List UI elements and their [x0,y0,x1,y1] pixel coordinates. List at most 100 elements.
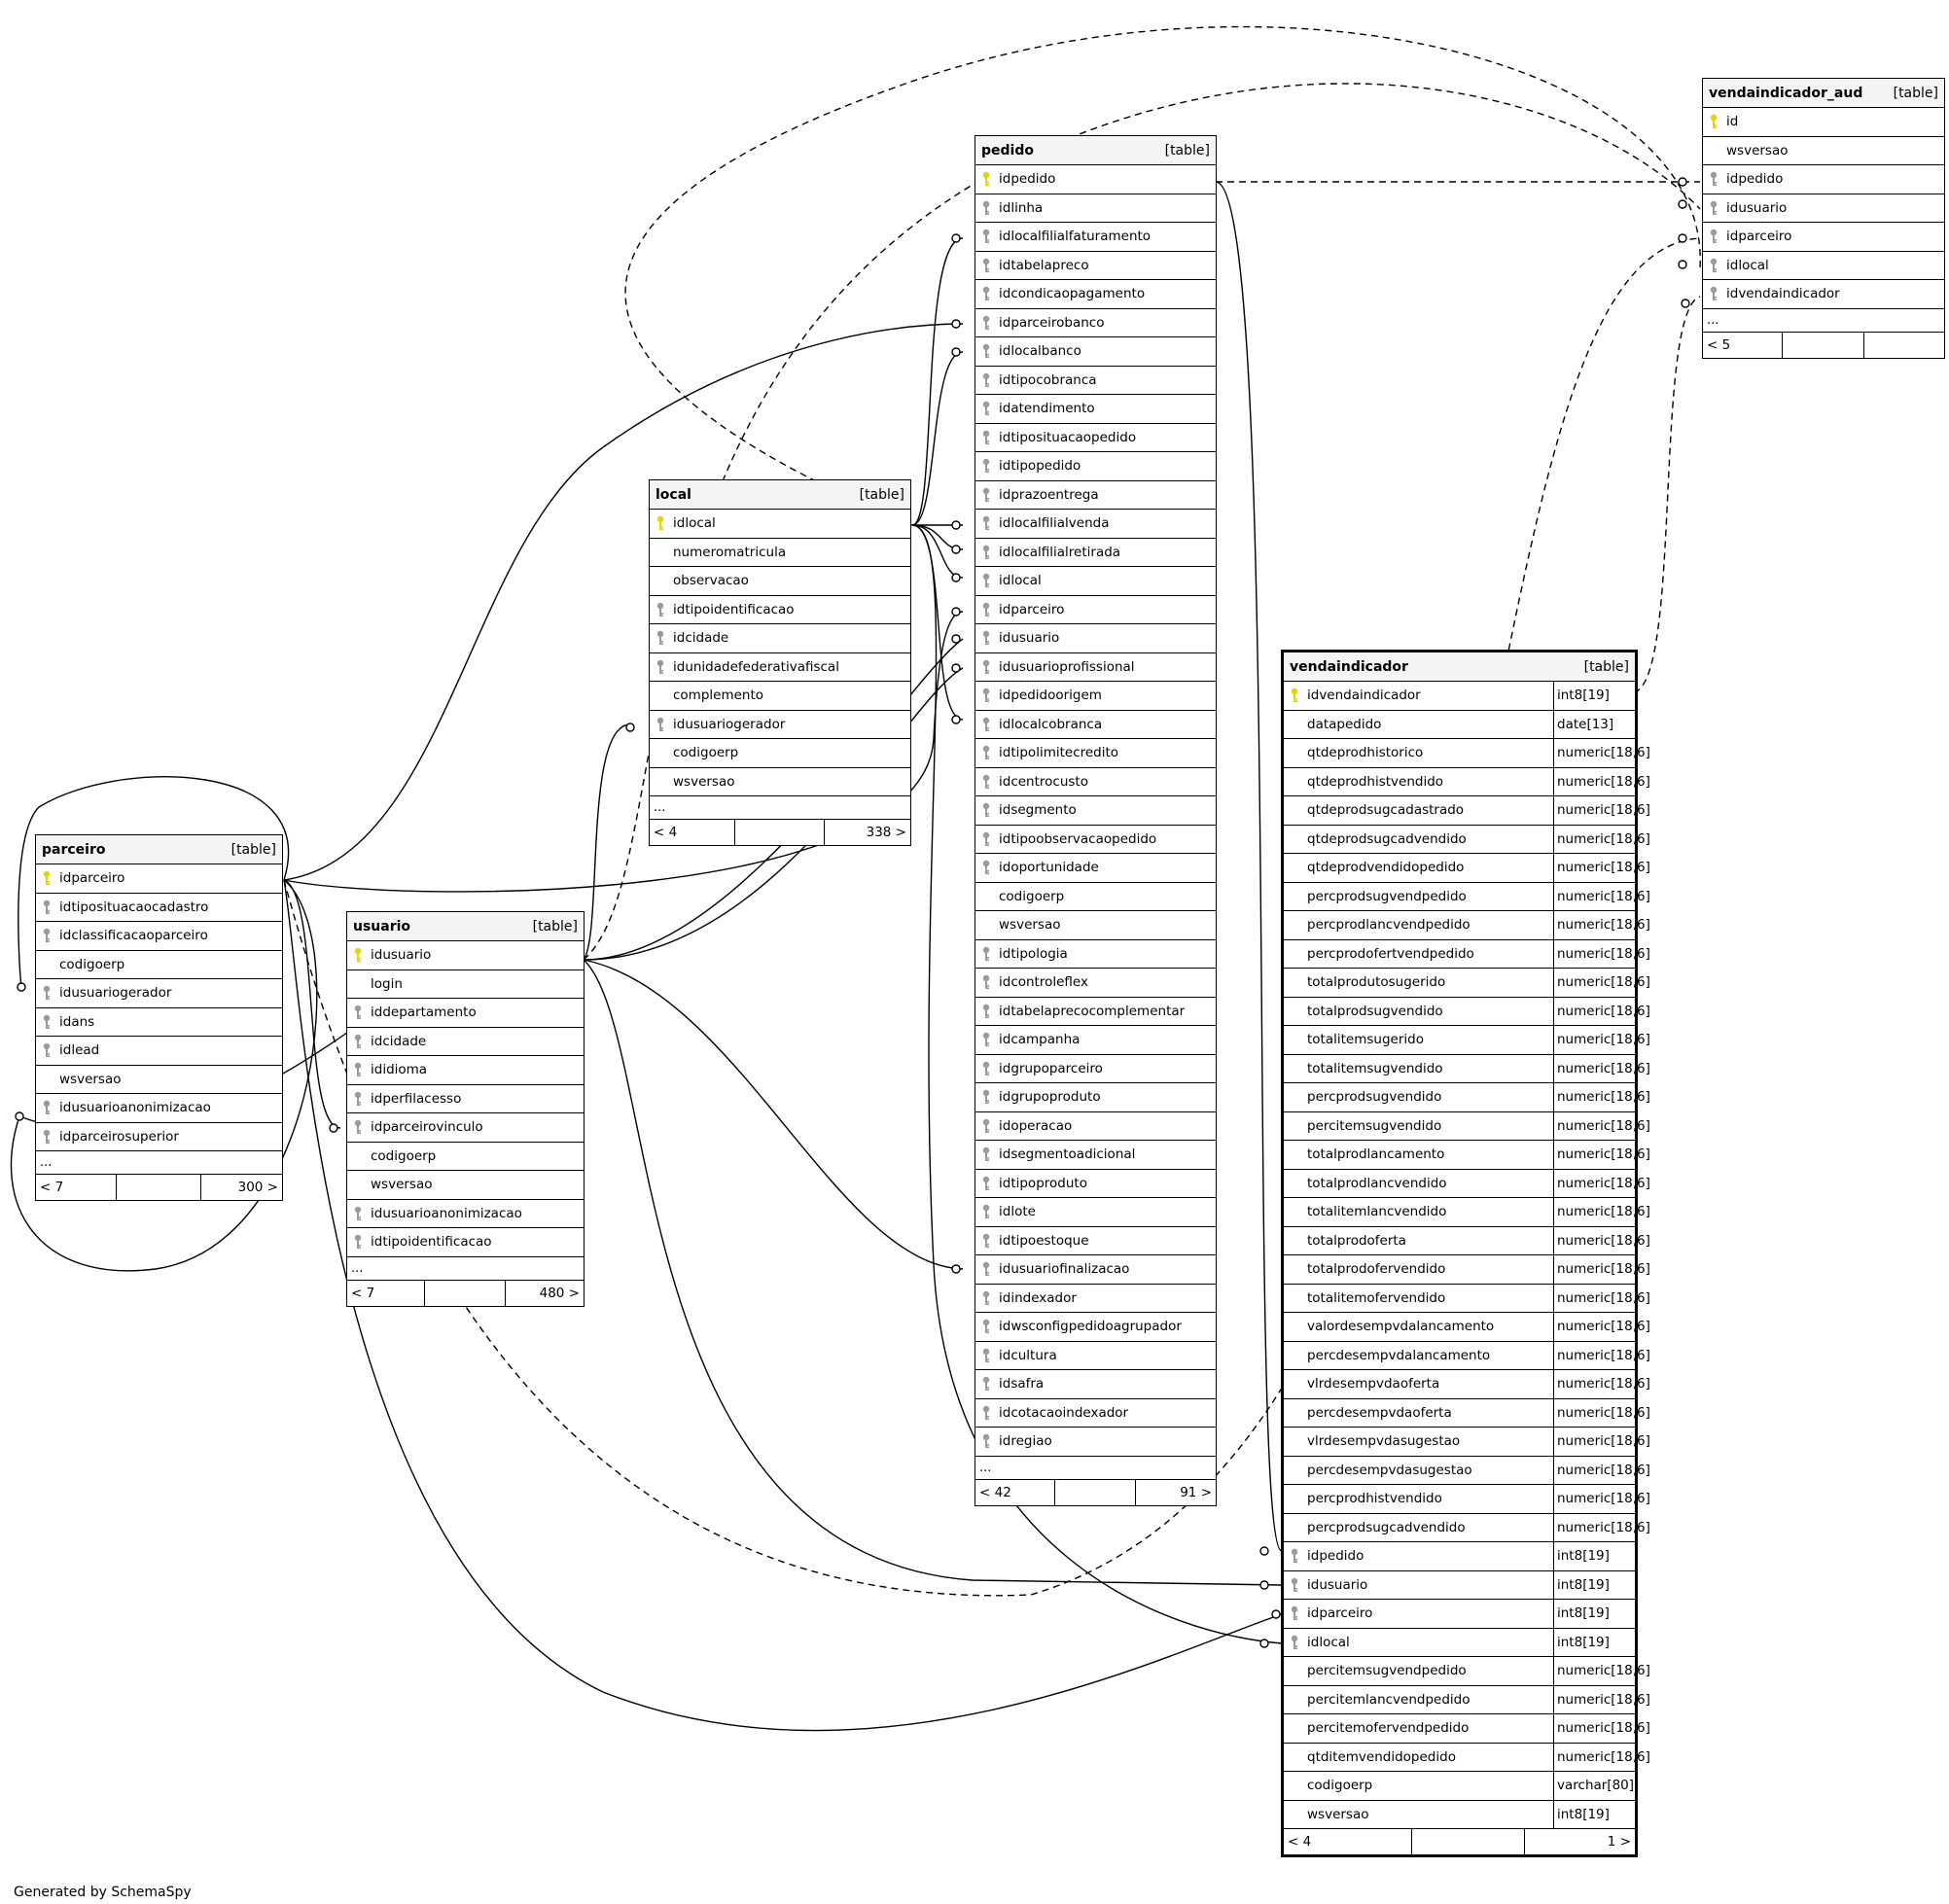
column-row[interactable]: idtabelapreco [975,252,1216,280]
column-row[interactable]: idusuarioanonimizacao [36,1094,282,1123]
column-row[interactable]: codigoerp [975,883,1216,911]
column-row[interactable]: idregiao [975,1428,1216,1457]
column-row[interactable]: idlocalbanco [975,337,1216,367]
column-row[interactable]: idlocal [975,567,1216,596]
column-row[interactable]: ididioma [347,1056,584,1085]
column-row[interactable]: idlinha [975,194,1216,223]
column-row[interactable]: login [347,970,584,999]
column-row[interactable]: idusuario [347,941,584,970]
column-row[interactable]: idtipocobranca [975,367,1216,395]
column-row[interactable]: id [1703,108,1944,137]
column-row[interactable]: idtipologia [975,940,1216,969]
column-row[interactable]: codigoerp [650,739,910,768]
column-row[interactable]: idtipolimitecredito [975,739,1216,768]
column-row[interactable]: complemento [650,682,910,711]
column-row[interactable]: idtabelaprecocomplementar [975,998,1216,1026]
column-row[interactable]: iddepartamento [347,999,584,1028]
column-row[interactable]: idusuariogerador [36,979,282,1008]
column-row[interactable]: idparceiro [36,864,282,894]
column-row[interactable]: numeromatricula [650,539,910,567]
column-row[interactable]: idcidade [347,1028,584,1056]
column-row[interactable]: idprazoentrega [975,481,1216,510]
column-row[interactable]: idtiposituacaocadastro [36,894,282,922]
column-row[interactable]: idpedido [975,165,1216,194]
column-row[interactable]: observacao [650,567,910,596]
column-row[interactable]: idcidade [650,624,910,653]
column-row[interactable]: idvendaindicador [1703,280,1944,309]
column-row[interactable]: idparceirovinculo [347,1113,584,1143]
column-row[interactable]: idoperacao [975,1112,1216,1141]
column-row[interactable]: idlote [975,1198,1216,1227]
column-row[interactable]: idlocal [650,510,910,539]
column-row[interactable]: wsversao [1703,137,1944,165]
column-row[interactable]: idparceiro [975,596,1216,624]
column-row[interactable]: idlocalcobranca [975,711,1216,739]
column-row[interactable]: idunidadefederativafiscal [650,653,910,682]
column-row[interactable]: idusuarioanonimizacao [347,1200,584,1228]
column-row[interactable]: idsegmento [975,796,1216,826]
column-row[interactable]: idcondicaopagamento [975,280,1216,309]
column-row[interactable]: idlocalfilialretirada [975,539,1216,567]
column-row[interactable]: codigoerp [36,951,282,979]
column-row[interactable]: idusuario [975,624,1216,653]
column-row[interactable]: idusuariogerador [650,711,910,739]
column-row[interactable]: idparceirosuperior [36,1123,282,1151]
column-row[interactable]: idtipoidentificacao [650,596,910,624]
column-row[interactable]: idgrupoparceiro [975,1055,1216,1083]
column-row[interactable]: idtipoproduto [975,1170,1216,1198]
column-row[interactable]: idparceirobanco [975,309,1216,337]
column-row[interactable]: codigoerp [347,1143,584,1171]
column-row[interactable]: idwsconfigpedidoagrupador [975,1313,1216,1342]
column-row[interactable]: idlead [36,1037,282,1066]
column-row[interactable]: wsversao [975,911,1216,940]
column-row[interactable]: idpedidoorigem [975,682,1216,711]
column-row[interactable]: idusuariofinalizacao [975,1255,1216,1285]
column-row[interactable]: idusuarioprofissional [975,653,1216,682]
column-row[interactable]: idtiposituacaopedido [975,424,1216,452]
column-row[interactable]: idtipoestoque [975,1227,1216,1255]
column-row[interactable]: idoportunidade [975,854,1216,883]
column-row[interactable]: idpedido [1703,165,1944,194]
column-row[interactable]: idlocalfilialvenda [975,510,1216,539]
column-row[interactable]: idcentrocusto [975,768,1216,796]
column-row[interactable]: idtipoobservacaopedido [975,826,1216,854]
column-row[interactable]: wsversao [650,768,910,796]
column-row[interactable]: idcultura [975,1342,1216,1370]
